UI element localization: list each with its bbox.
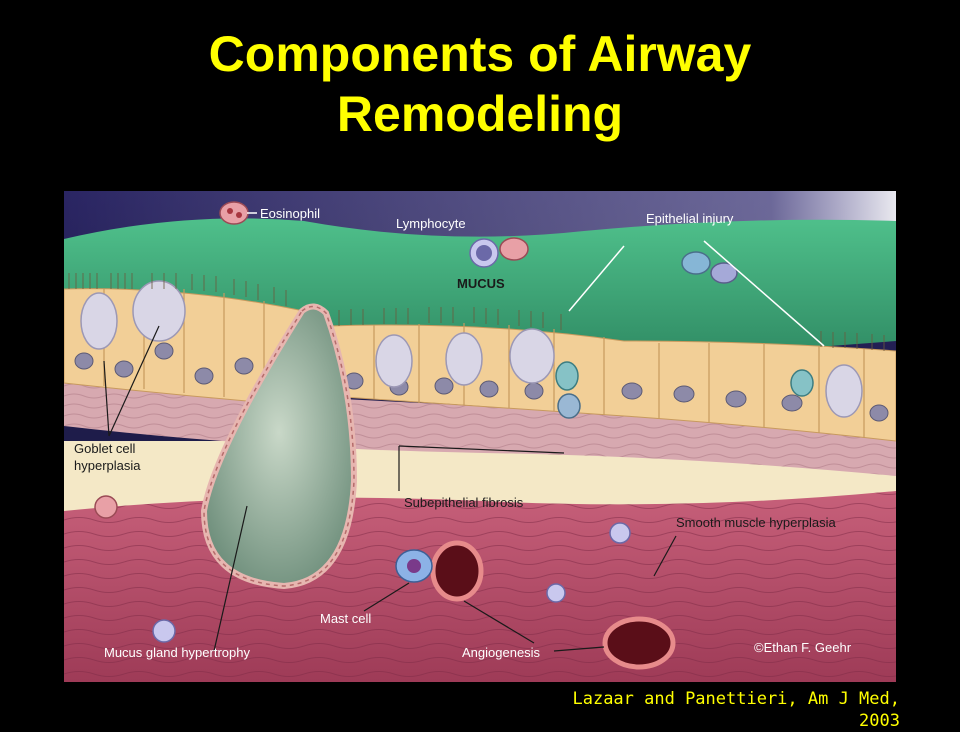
label-goblet-line-1: Goblet cell bbox=[74, 441, 136, 456]
airway-diagram-svg: Eosinophil Lymphocyte Epithelial injury … bbox=[64, 191, 896, 682]
injured-epithelial-cells bbox=[555, 251, 814, 419]
leader-lines bbox=[247, 212, 825, 347]
label-subepithelial-fibrosis: Subepithelial fibrosis bbox=[404, 495, 524, 510]
label-eosinophil: Eosinophil bbox=[260, 206, 320, 221]
label-goblet-line-2: hyperplasia bbox=[74, 458, 141, 473]
title-line-2: Remodeling bbox=[336, 86, 624, 142]
eosinophil-cell bbox=[219, 201, 249, 225]
title-line-1: Components of Airway bbox=[208, 26, 752, 82]
airway-illustration: Eosinophil Lymphocyte Epithelial injury … bbox=[64, 191, 896, 682]
label-mucus: MUCUS bbox=[457, 276, 505, 291]
gland-cell-lining bbox=[203, 305, 355, 587]
label-mast-cell: Mast cell bbox=[320, 611, 371, 626]
label-epithelial-injury: Epithelial injury bbox=[646, 211, 734, 226]
lymphocyte-cell bbox=[469, 237, 529, 268]
scattered-immune-cells bbox=[94, 495, 631, 643]
label-smooth-muscle: Smooth muscle hyperplasia bbox=[676, 515, 836, 530]
label-angiogenesis: Angiogenesis bbox=[462, 645, 541, 660]
citation: Lazaar and Panettieri, Am J Med, 2003 bbox=[572, 689, 900, 731]
blood-vessel-large bbox=[602, 616, 676, 670]
epithelium bbox=[64, 273, 896, 442]
dark-leader-lines bbox=[103, 325, 677, 652]
blood-vessel-small bbox=[430, 540, 484, 602]
slide-title: Components of Airway Remodeling bbox=[0, 24, 960, 144]
label-lymphocyte: Lymphocyte bbox=[396, 216, 466, 231]
illustrator-credit: ©Ethan F. Geehr bbox=[754, 640, 852, 655]
mast-cell bbox=[395, 549, 433, 583]
label-mucus-gland: Mucus gland hypertrophy bbox=[104, 645, 250, 660]
